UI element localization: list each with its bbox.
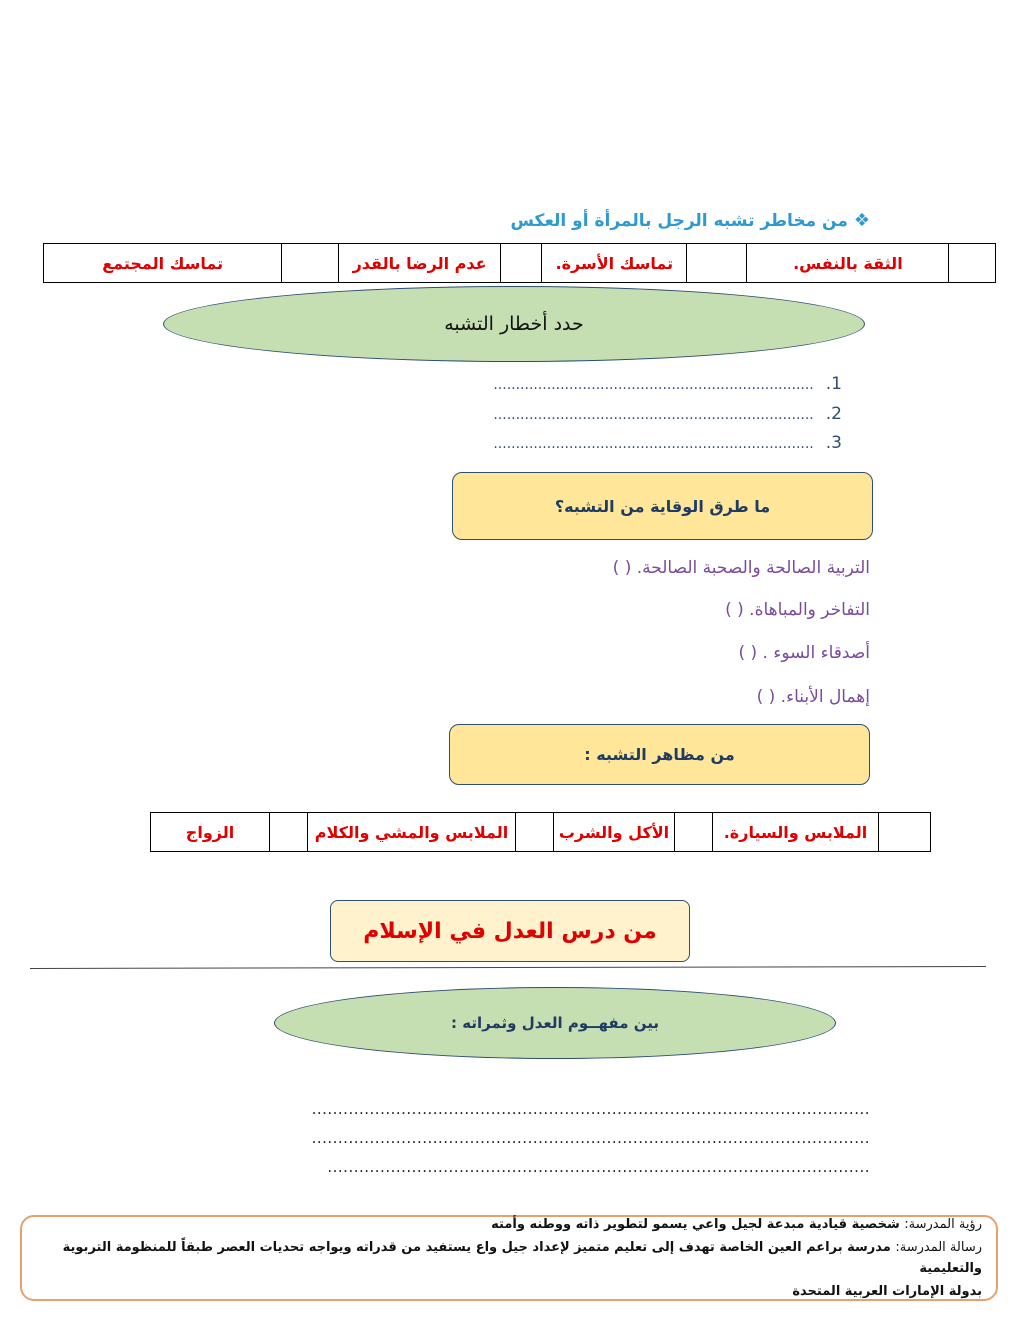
- dangers-title-ellipse: حدد أخطار التشبه: [163, 286, 865, 362]
- risks-heading: ❖ من مخاطر تشبه الرجل بالمرأة أو العكس: [511, 210, 870, 231]
- school-mission-continued: بدولة الإمارات العربية المتحدة: [792, 1284, 982, 1299]
- danger-dots: ........................................…: [493, 407, 814, 423]
- danger-number: 2.: [825, 404, 842, 424]
- lesson-title-box: من درس العدل في الإسلام: [330, 900, 690, 962]
- answer-cell[interactable]: [515, 812, 554, 852]
- risks-table: الثقة بالنفس. تماسك الأسرة. عدم الرضا با…: [42, 243, 996, 283]
- lesson-title: من درس العدل في الإسلام: [363, 918, 657, 944]
- appearance-option: الأكل والشرب: [553, 812, 675, 852]
- justice-title-ellipse: بين مفهــوم العدل وثمراته :: [274, 987, 836, 1059]
- answer-cell[interactable]: [878, 812, 931, 852]
- diamond-bullet-icon: ❖: [853, 210, 870, 231]
- justice-answer-line-3[interactable]: ........................................…: [327, 1158, 870, 1176]
- appearances-table: الملابس والسيارة. الأكل والشرب الملابس و…: [150, 812, 931, 852]
- answer-cell[interactable]: [674, 812, 713, 852]
- school-mission: رسالة المدرسة: مدرسة براعم العين الخاصة …: [36, 1237, 982, 1279]
- dangers-title: حدد أخطار التشبه: [444, 313, 584, 335]
- section-divider: [30, 965, 987, 970]
- appearance-option: الزواج: [150, 812, 270, 852]
- school-vision: رؤية المدرسة: شخصية قيادية مبدعة لجيل وا…: [36, 1214, 982, 1235]
- appearances-title: من مظاهر التشبه :: [584, 745, 735, 764]
- answer-cell[interactable]: [281, 243, 340, 283]
- answer-cell[interactable]: [686, 243, 748, 283]
- vision-label: رؤية المدرسة:: [904, 1217, 982, 1232]
- school-footer: رؤية المدرسة: شخصية قيادية مبدعة لجيل وا…: [20, 1215, 998, 1301]
- prevention-option-4[interactable]: إهمال الأبناء. ( ): [756, 687, 870, 707]
- danger-number: 3.: [825, 433, 842, 453]
- danger-line-2[interactable]: 2. .....................................…: [493, 404, 842, 424]
- risk-option: تماسك المجتمع: [42, 243, 283, 283]
- risk-option: عدم الرضا بالقدر: [338, 243, 501, 283]
- justice-answer-line-1[interactable]: ........................................…: [311, 1100, 870, 1118]
- appearances-title-box: من مظاهر التشبه :: [449, 724, 870, 785]
- risk-option: الثقة بالنفس.: [746, 243, 950, 283]
- prevention-title: ما طرق الوقاية من التشبه؟: [554, 496, 771, 516]
- answer-cell[interactable]: [499, 243, 543, 283]
- answer-cell[interactable]: [948, 243, 996, 283]
- danger-dots: ........................................…: [493, 377, 814, 393]
- mission-text: مدرسة براعم العين الخاصة تهدف إلى تعليم …: [62, 1240, 982, 1276]
- risks-heading-text: من مخاطر تشبه الرجل بالمرأة أو العكس: [510, 210, 848, 231]
- justice-answer-line-2[interactable]: ........................................…: [311, 1129, 870, 1147]
- justice-title: بين مفهــوم العدل وثمراته :: [451, 1014, 659, 1032]
- danger-number: 1.: [825, 374, 842, 394]
- danger-line-3[interactable]: 3. .....................................…: [493, 433, 842, 453]
- danger-line-1[interactable]: 1. .....................................…: [493, 374, 842, 394]
- prevention-option-2[interactable]: التفاخر والمباهاة. ( ): [725, 600, 870, 620]
- answer-cell[interactable]: [269, 812, 308, 852]
- vision-text: شخصية قيادية مبدعة لجيل واعي يسمو لتطوير…: [491, 1217, 900, 1232]
- danger-dots: ........................................…: [493, 436, 814, 452]
- prevention-option-1[interactable]: التربية الصالحة والصحبة الصالحة. ( ): [612, 558, 870, 578]
- mission-label: رسالة المدرسة:: [895, 1240, 982, 1255]
- appearance-option: الملابس والسيارة.: [712, 812, 879, 852]
- risk-option: تماسك الأسرة.: [541, 243, 688, 283]
- prevention-title-box: ما طرق الوقاية من التشبه؟: [452, 472, 873, 540]
- prevention-option-3[interactable]: أصدقاء السوء . ( ): [738, 643, 870, 663]
- appearance-option: الملابس والمشي والكلام: [307, 812, 516, 852]
